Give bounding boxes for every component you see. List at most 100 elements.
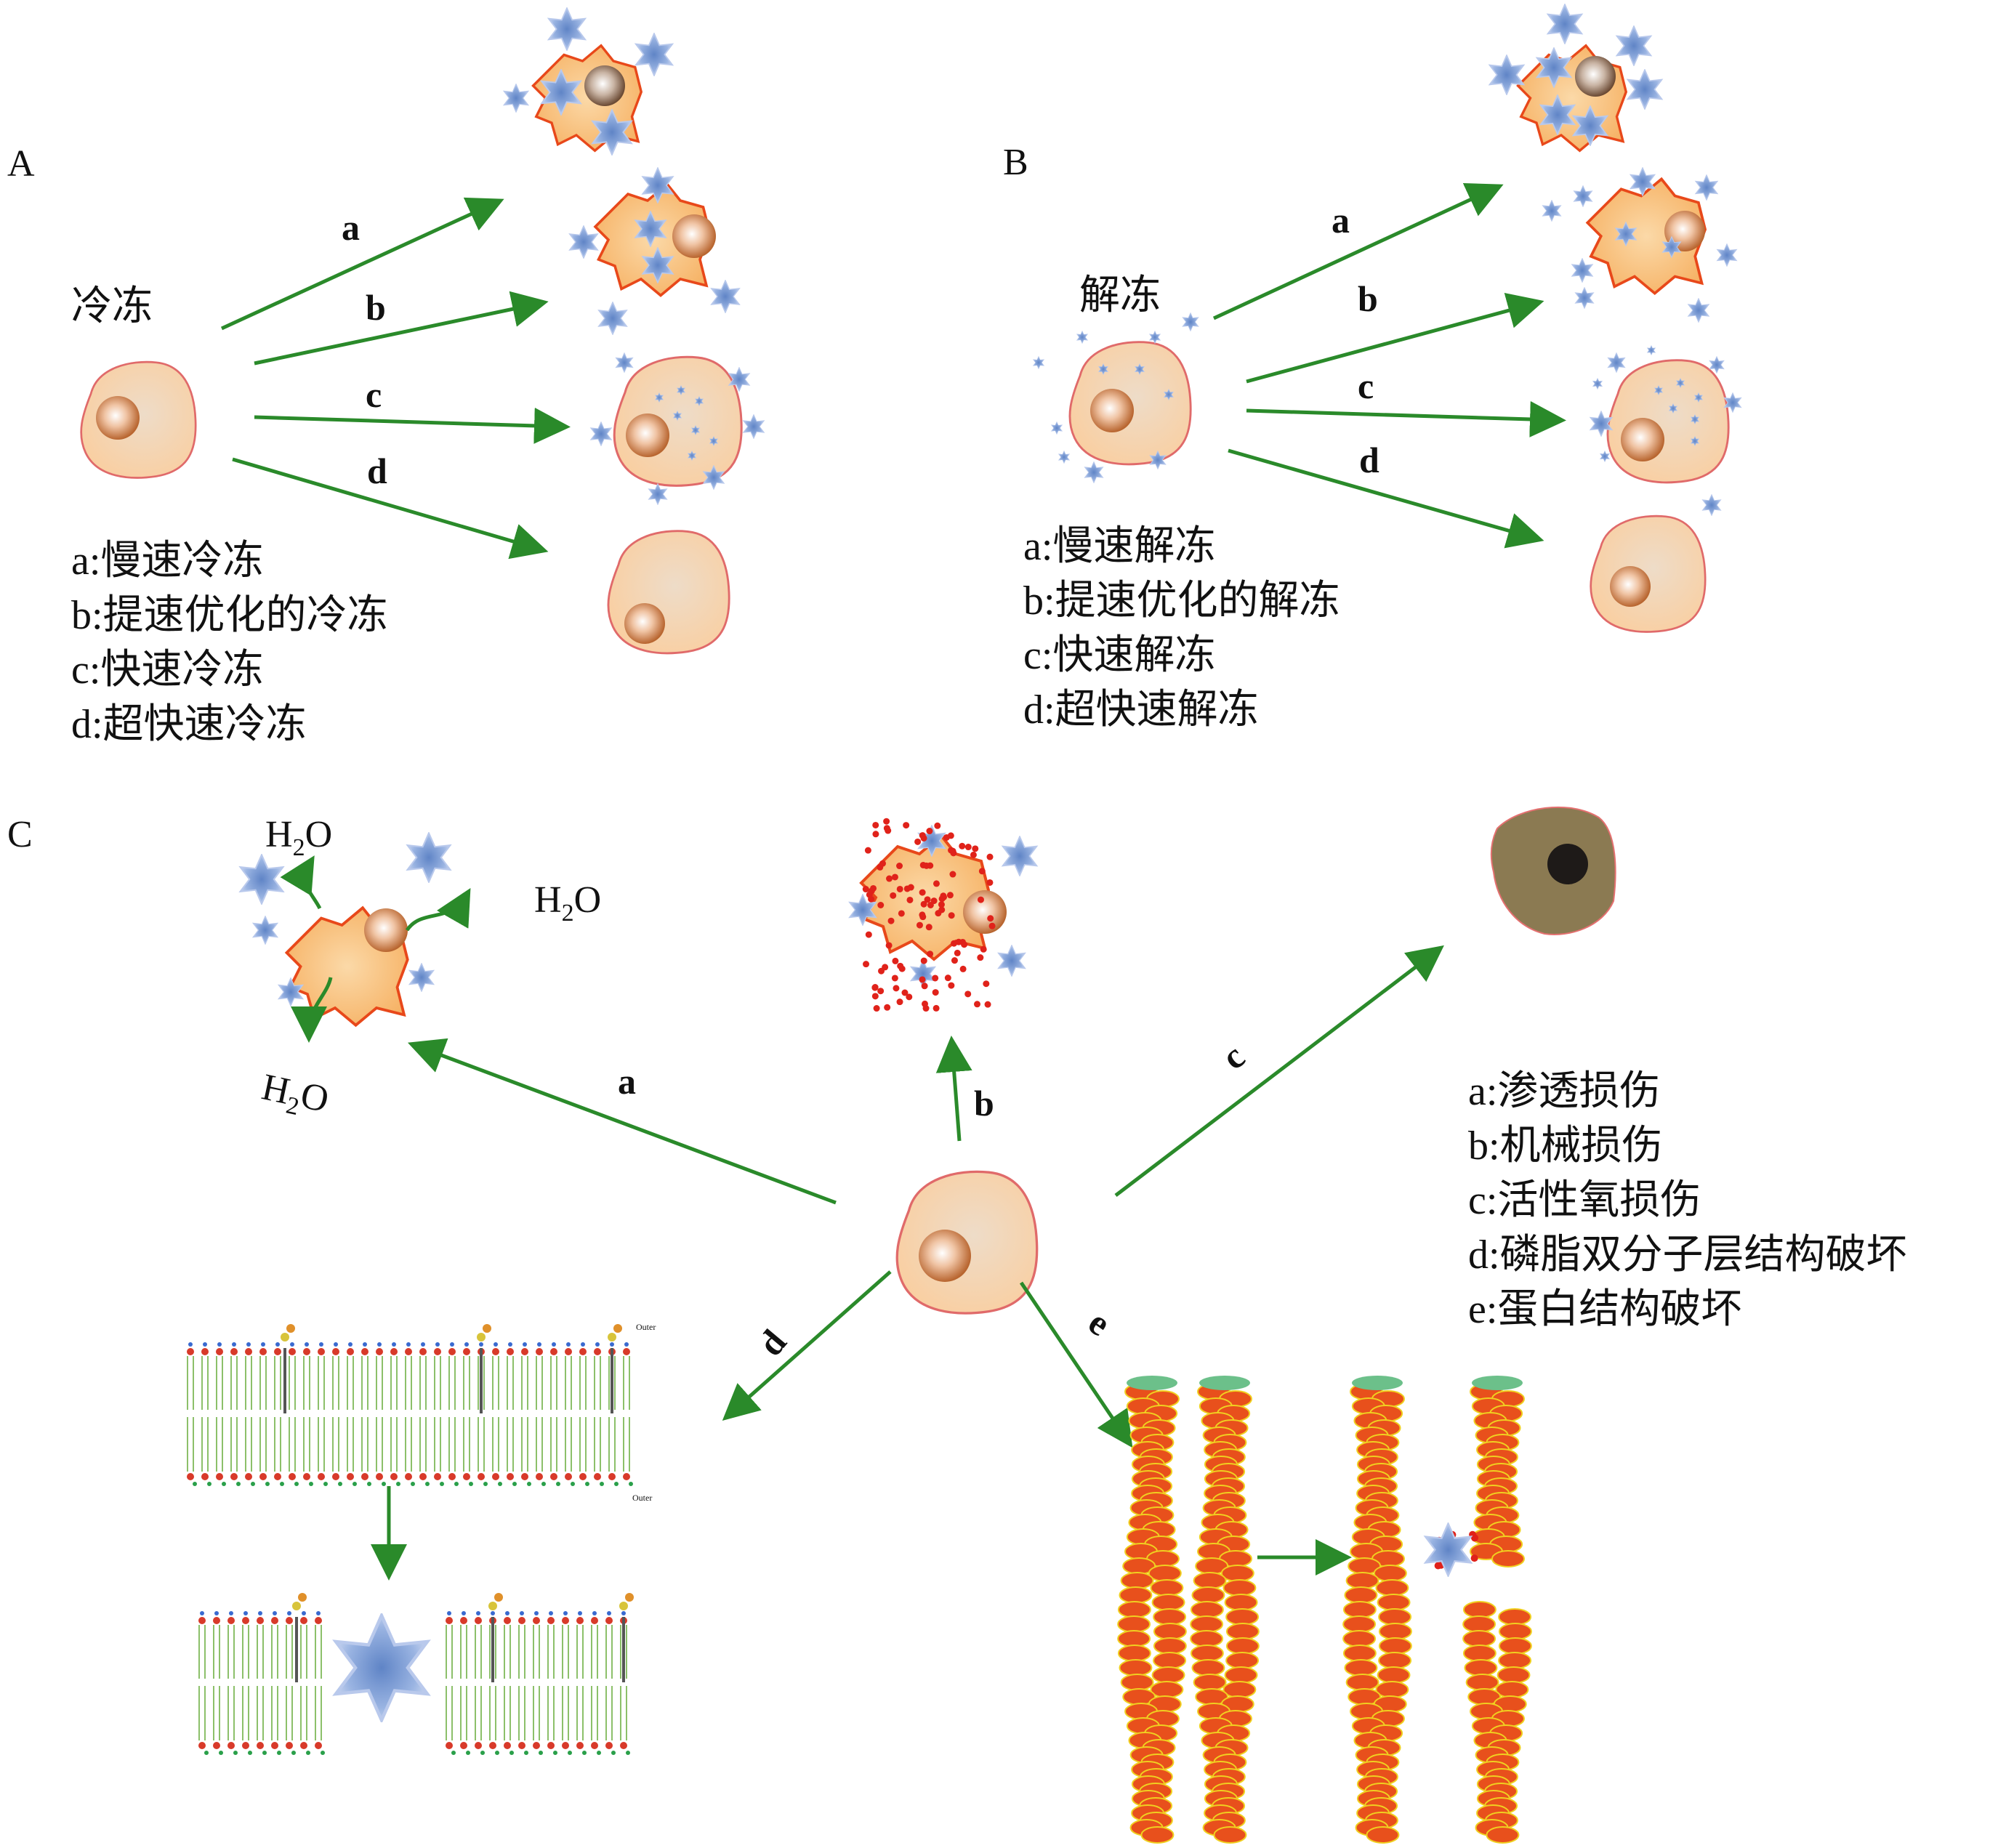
ice-crystal-icon <box>1424 1522 1473 1577</box>
protein-subunit <box>1153 1608 1187 1626</box>
protein-subunit <box>1150 1681 1184 1698</box>
damage-particle <box>932 975 939 982</box>
lipid-tail <box>608 1356 616 1410</box>
damage-particle <box>864 847 871 854</box>
protein-subunit <box>1148 1565 1182 1582</box>
ice-crystal-icon <box>1592 378 1603 390</box>
lipid-head <box>271 1742 278 1749</box>
lipid-head-group <box>450 1342 454 1347</box>
lipid-head <box>315 1617 322 1624</box>
lipid-head-group <box>568 1751 572 1755</box>
lipid-head <box>318 1348 325 1355</box>
protein-subunit <box>1117 1645 1151 1662</box>
panel-c-arrow-b <box>935 1036 972 1142</box>
lipid-head <box>623 1473 630 1480</box>
lipid-tail <box>390 1356 398 1410</box>
lipid-head-group <box>585 1482 589 1486</box>
damage-particle <box>891 975 898 982</box>
ice-crystal-icon <box>252 916 278 945</box>
lipid-tail <box>318 1417 325 1472</box>
lipid-head <box>448 1473 456 1480</box>
lipid-tail <box>257 1625 264 1679</box>
lipid-head-group <box>556 1482 560 1486</box>
protein-subunit <box>1225 1608 1260 1626</box>
lipid-head <box>475 1742 482 1749</box>
lipid-head-group <box>294 1482 299 1486</box>
panel-a: A 冷冻 a b c d <box>7 7 765 747</box>
lipid-tail <box>274 1417 281 1472</box>
lipid-head-group <box>537 1342 541 1347</box>
lipid-head-group <box>392 1342 396 1347</box>
lipid-head <box>213 1742 220 1749</box>
lipid-head-group <box>479 1342 483 1347</box>
ice-crystal-icon <box>1571 258 1593 283</box>
panel-b-outcome-c-cell <box>1590 345 1742 516</box>
damage-particle <box>977 896 984 903</box>
lipid-head-group <box>306 1751 310 1755</box>
lipid-tail <box>623 1417 630 1472</box>
lipid-head <box>245 1348 252 1355</box>
panel-c-arrow-e <box>1019 1281 1133 1448</box>
lipid-head <box>257 1617 264 1624</box>
panel-b-arrow-b <box>1246 293 1544 384</box>
lipid-tail <box>463 1356 470 1410</box>
lipid-head <box>550 1348 557 1355</box>
lipid-head-group <box>451 1751 456 1755</box>
lipid-tail <box>608 1417 616 1472</box>
protein-filaments-intact <box>1117 1376 1260 1844</box>
lipid-head <box>315 1742 322 1749</box>
panel-c: C a b c d e H2O <box>7 806 1907 1844</box>
lipid-head-group <box>219 1751 223 1755</box>
lipid-tail <box>259 1417 267 1472</box>
panel-a-arrow-b <box>254 291 549 366</box>
lipid-head <box>463 1473 470 1480</box>
nucleus-icon <box>626 413 669 457</box>
protein-subunit <box>1373 1565 1407 1582</box>
protein-subunit <box>1225 1623 1260 1640</box>
lipid-tail <box>361 1417 368 1472</box>
lipid-head-group <box>508 1342 512 1347</box>
lipid-head <box>605 1617 613 1624</box>
glycan <box>286 1324 295 1333</box>
lipid-head-group <box>505 1611 509 1615</box>
damage-particle <box>948 982 955 989</box>
damage-particle <box>872 821 879 828</box>
lipid-head <box>605 1742 613 1749</box>
lipid-tail <box>492 1417 499 1472</box>
lipid-head <box>446 1742 453 1749</box>
lipid-head-group <box>321 1751 325 1755</box>
damage-particle <box>984 1001 991 1008</box>
protein-subunit <box>1220 1565 1254 1582</box>
lipid-head-group <box>396 1482 400 1486</box>
lipid-tail <box>521 1356 528 1410</box>
lipid-tail <box>623 1356 630 1410</box>
lipid-tail <box>594 1417 601 1472</box>
lipid-tail <box>361 1356 368 1410</box>
damage-particle <box>922 1005 930 1012</box>
lipid-head <box>390 1348 398 1355</box>
protein-subunit <box>1119 1659 1153 1676</box>
damage-particle <box>925 924 932 931</box>
lipid-head <box>518 1742 525 1749</box>
lipid-tail <box>565 1417 572 1472</box>
lipid-head-group <box>509 1751 514 1755</box>
lipid-head <box>492 1348 499 1355</box>
lipid-head-group <box>248 1751 252 1755</box>
lipid-head <box>536 1348 543 1355</box>
lipid-head-group <box>607 1611 611 1615</box>
protein-subunit <box>1377 1666 1411 1684</box>
lipid-head-group <box>277 1751 281 1755</box>
lipid-head <box>289 1348 296 1355</box>
lipid-tail <box>434 1356 441 1410</box>
lipid-head-group <box>236 1482 241 1486</box>
lipid-tail <box>271 1625 278 1679</box>
lipid-head-group <box>406 1342 411 1347</box>
lipid-tail <box>419 1356 427 1410</box>
lipid-tail <box>460 1686 467 1740</box>
protein-subunit <box>1151 1594 1185 1611</box>
panel-b-legend-c: c:快速解冻 <box>1023 633 1215 678</box>
lipid-tail <box>230 1417 238 1472</box>
lipid-tail <box>289 1417 296 1472</box>
lipid-tail <box>562 1625 569 1679</box>
lipid-head-group <box>261 1342 265 1347</box>
